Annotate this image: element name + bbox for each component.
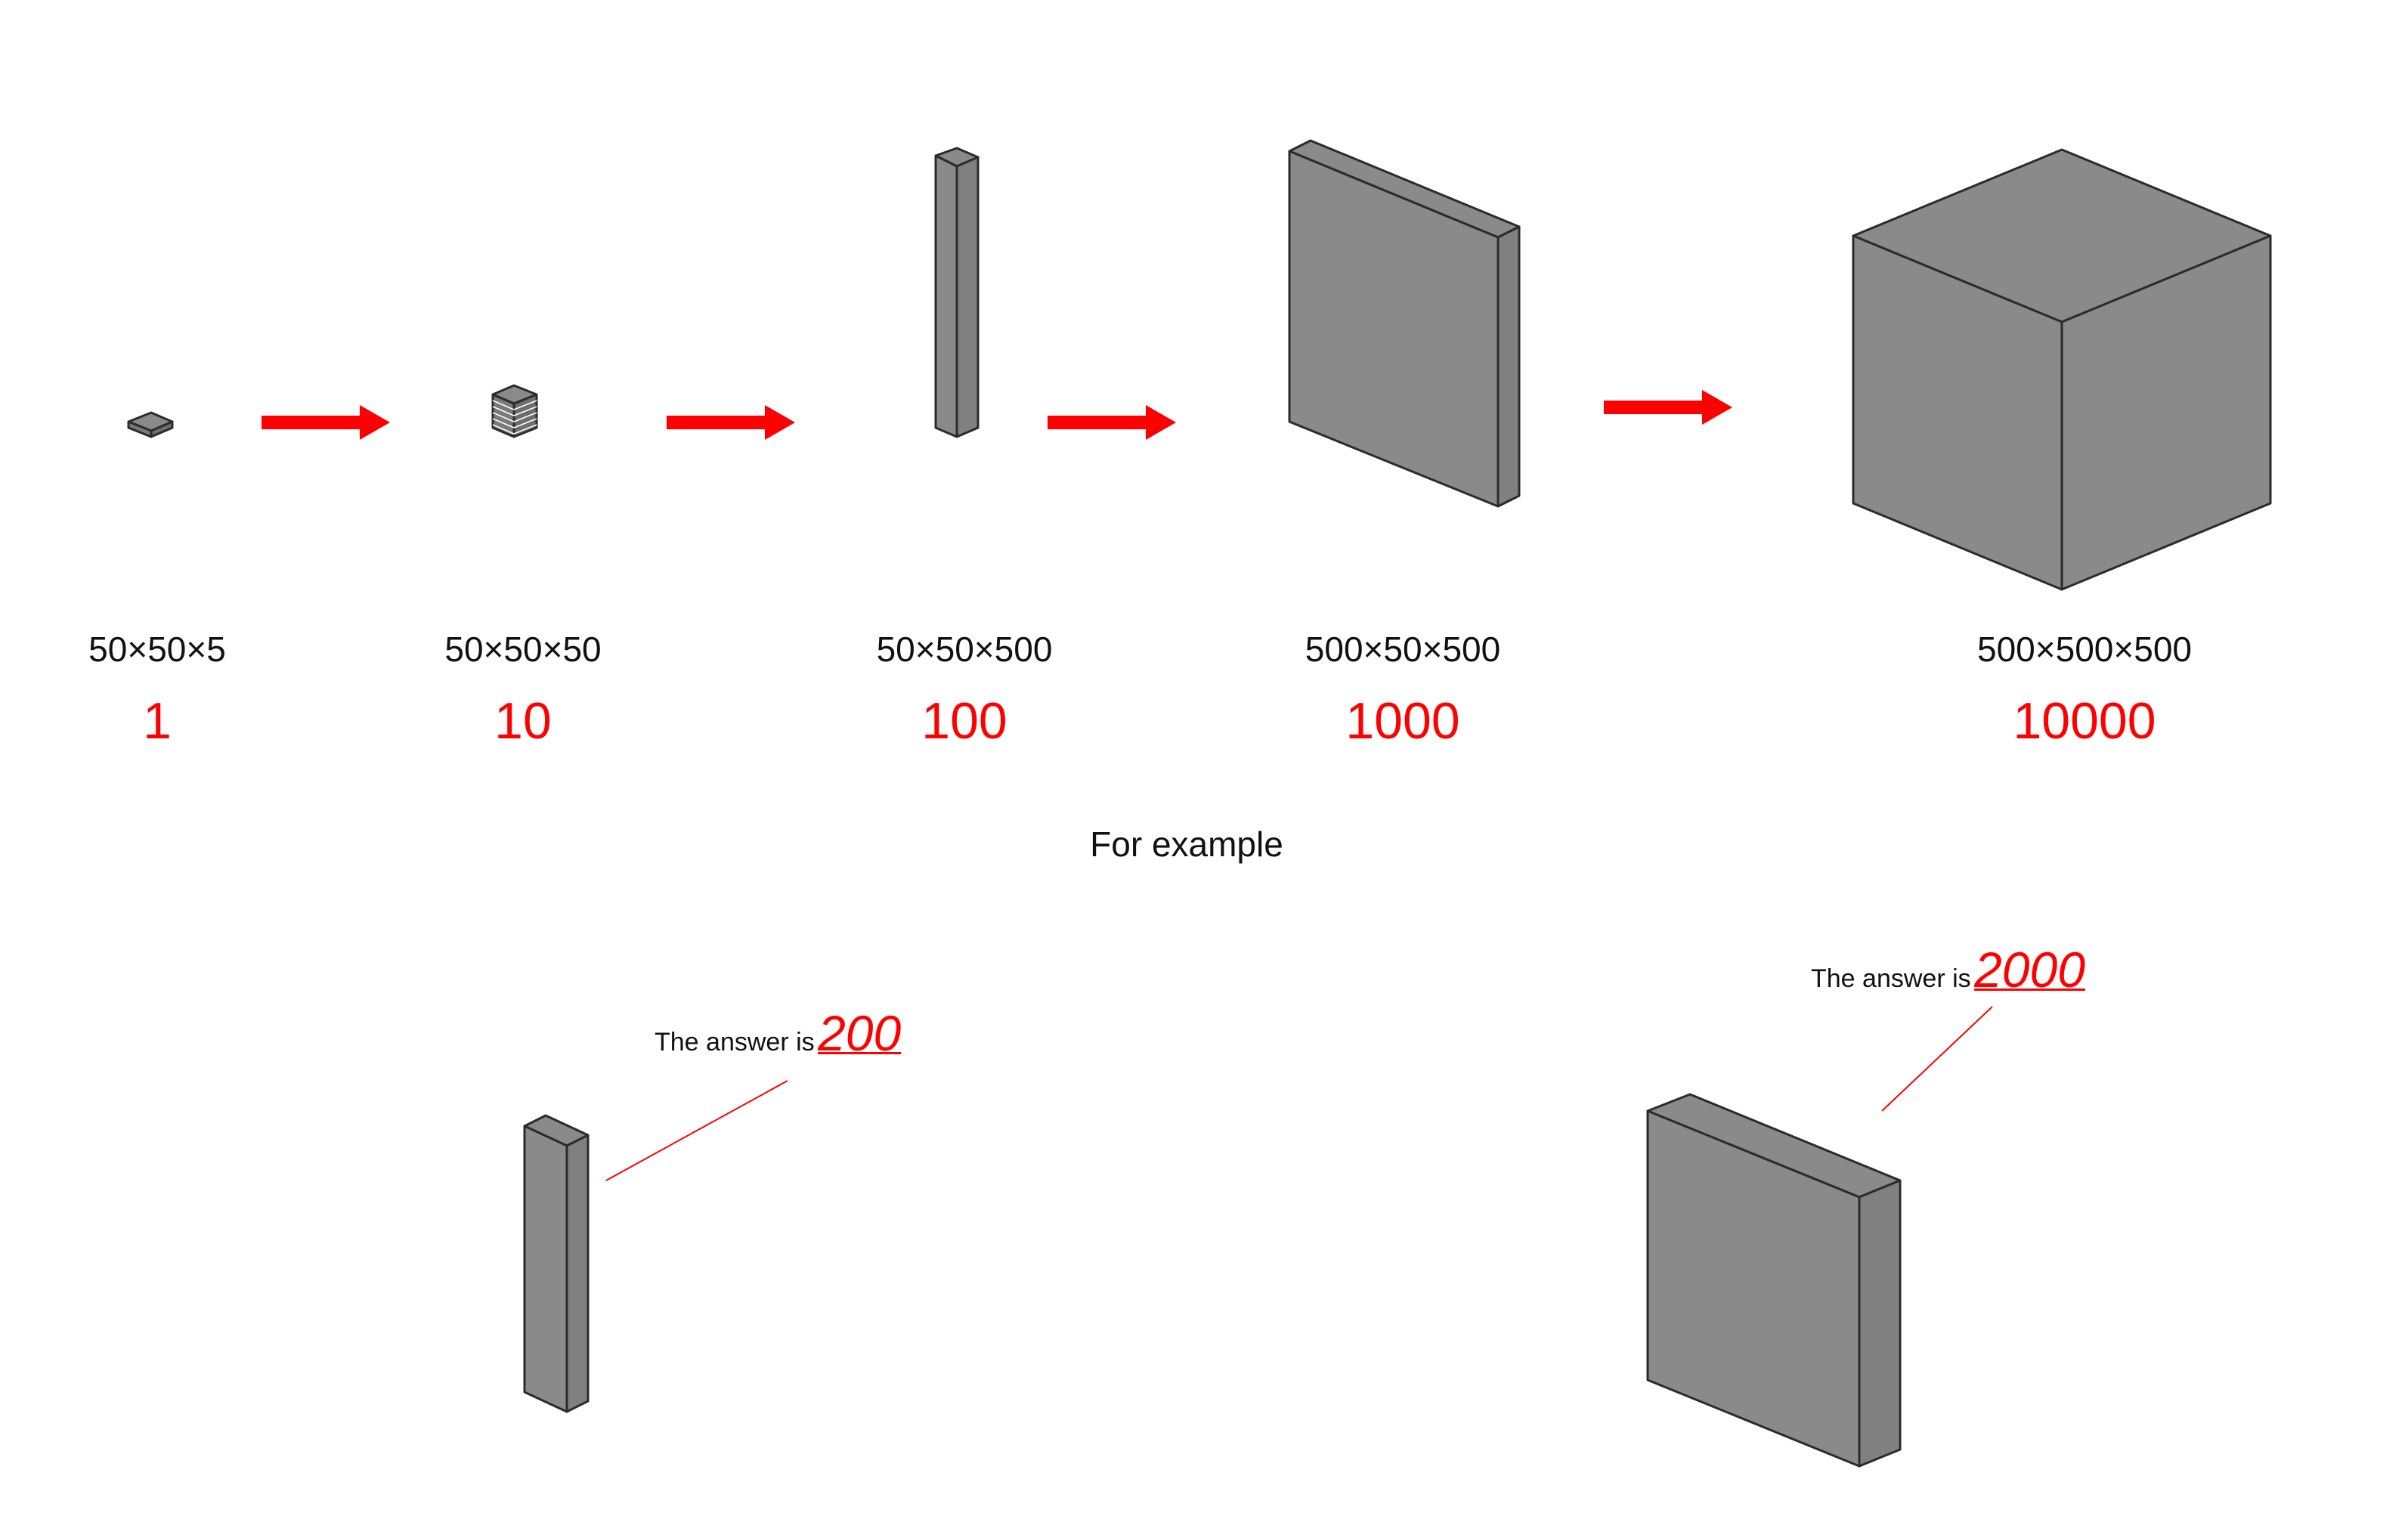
answer-value-2000: 2000 (1974, 942, 2085, 998)
box-500x500x500 (1852, 148, 2272, 591)
leader-line-2000 (1881, 1006, 1993, 1112)
answer-callout-200: The answer is 200 (655, 1008, 901, 1058)
value-label-3: 100 (921, 692, 1007, 750)
answer-prefix-200: The answer is (655, 1028, 815, 1057)
box-500x50x500 (1288, 139, 1521, 508)
box-50x50x5 (127, 411, 174, 438)
caption: For example (1090, 825, 1283, 864)
answer-prefix-2000: The answer is (1811, 964, 1971, 993)
value-label-2: 10 (494, 692, 552, 750)
answer-callout-2000: The answer is 2000 (1811, 945, 2085, 995)
box-50x50x50 (491, 384, 538, 438)
arrow-4 (1604, 390, 1732, 425)
arrow-2 (667, 405, 795, 440)
value-label-4: 1000 (1345, 692, 1460, 750)
arrow-3 (1048, 405, 1176, 440)
dim-label-2: 50×50×50 (444, 630, 602, 669)
value-label-1: 1 (143, 692, 172, 750)
value-label-5: 10000 (2013, 692, 2156, 750)
dim-label-4: 500×50×500 (1305, 630, 1501, 669)
box-50x50x500 (934, 147, 980, 438)
example-box-2000 (1646, 1093, 1902, 1468)
dim-label-5: 500×500×500 (1977, 630, 2192, 669)
answer-value-200: 200 (818, 1005, 902, 1061)
dim-label-1: 50×50×5 (88, 630, 226, 669)
example-box-200 (523, 1114, 590, 1413)
arrow-1 (262, 405, 390, 440)
dim-label-3: 50×50×500 (876, 630, 1053, 669)
leader-line-200 (605, 1080, 788, 1181)
